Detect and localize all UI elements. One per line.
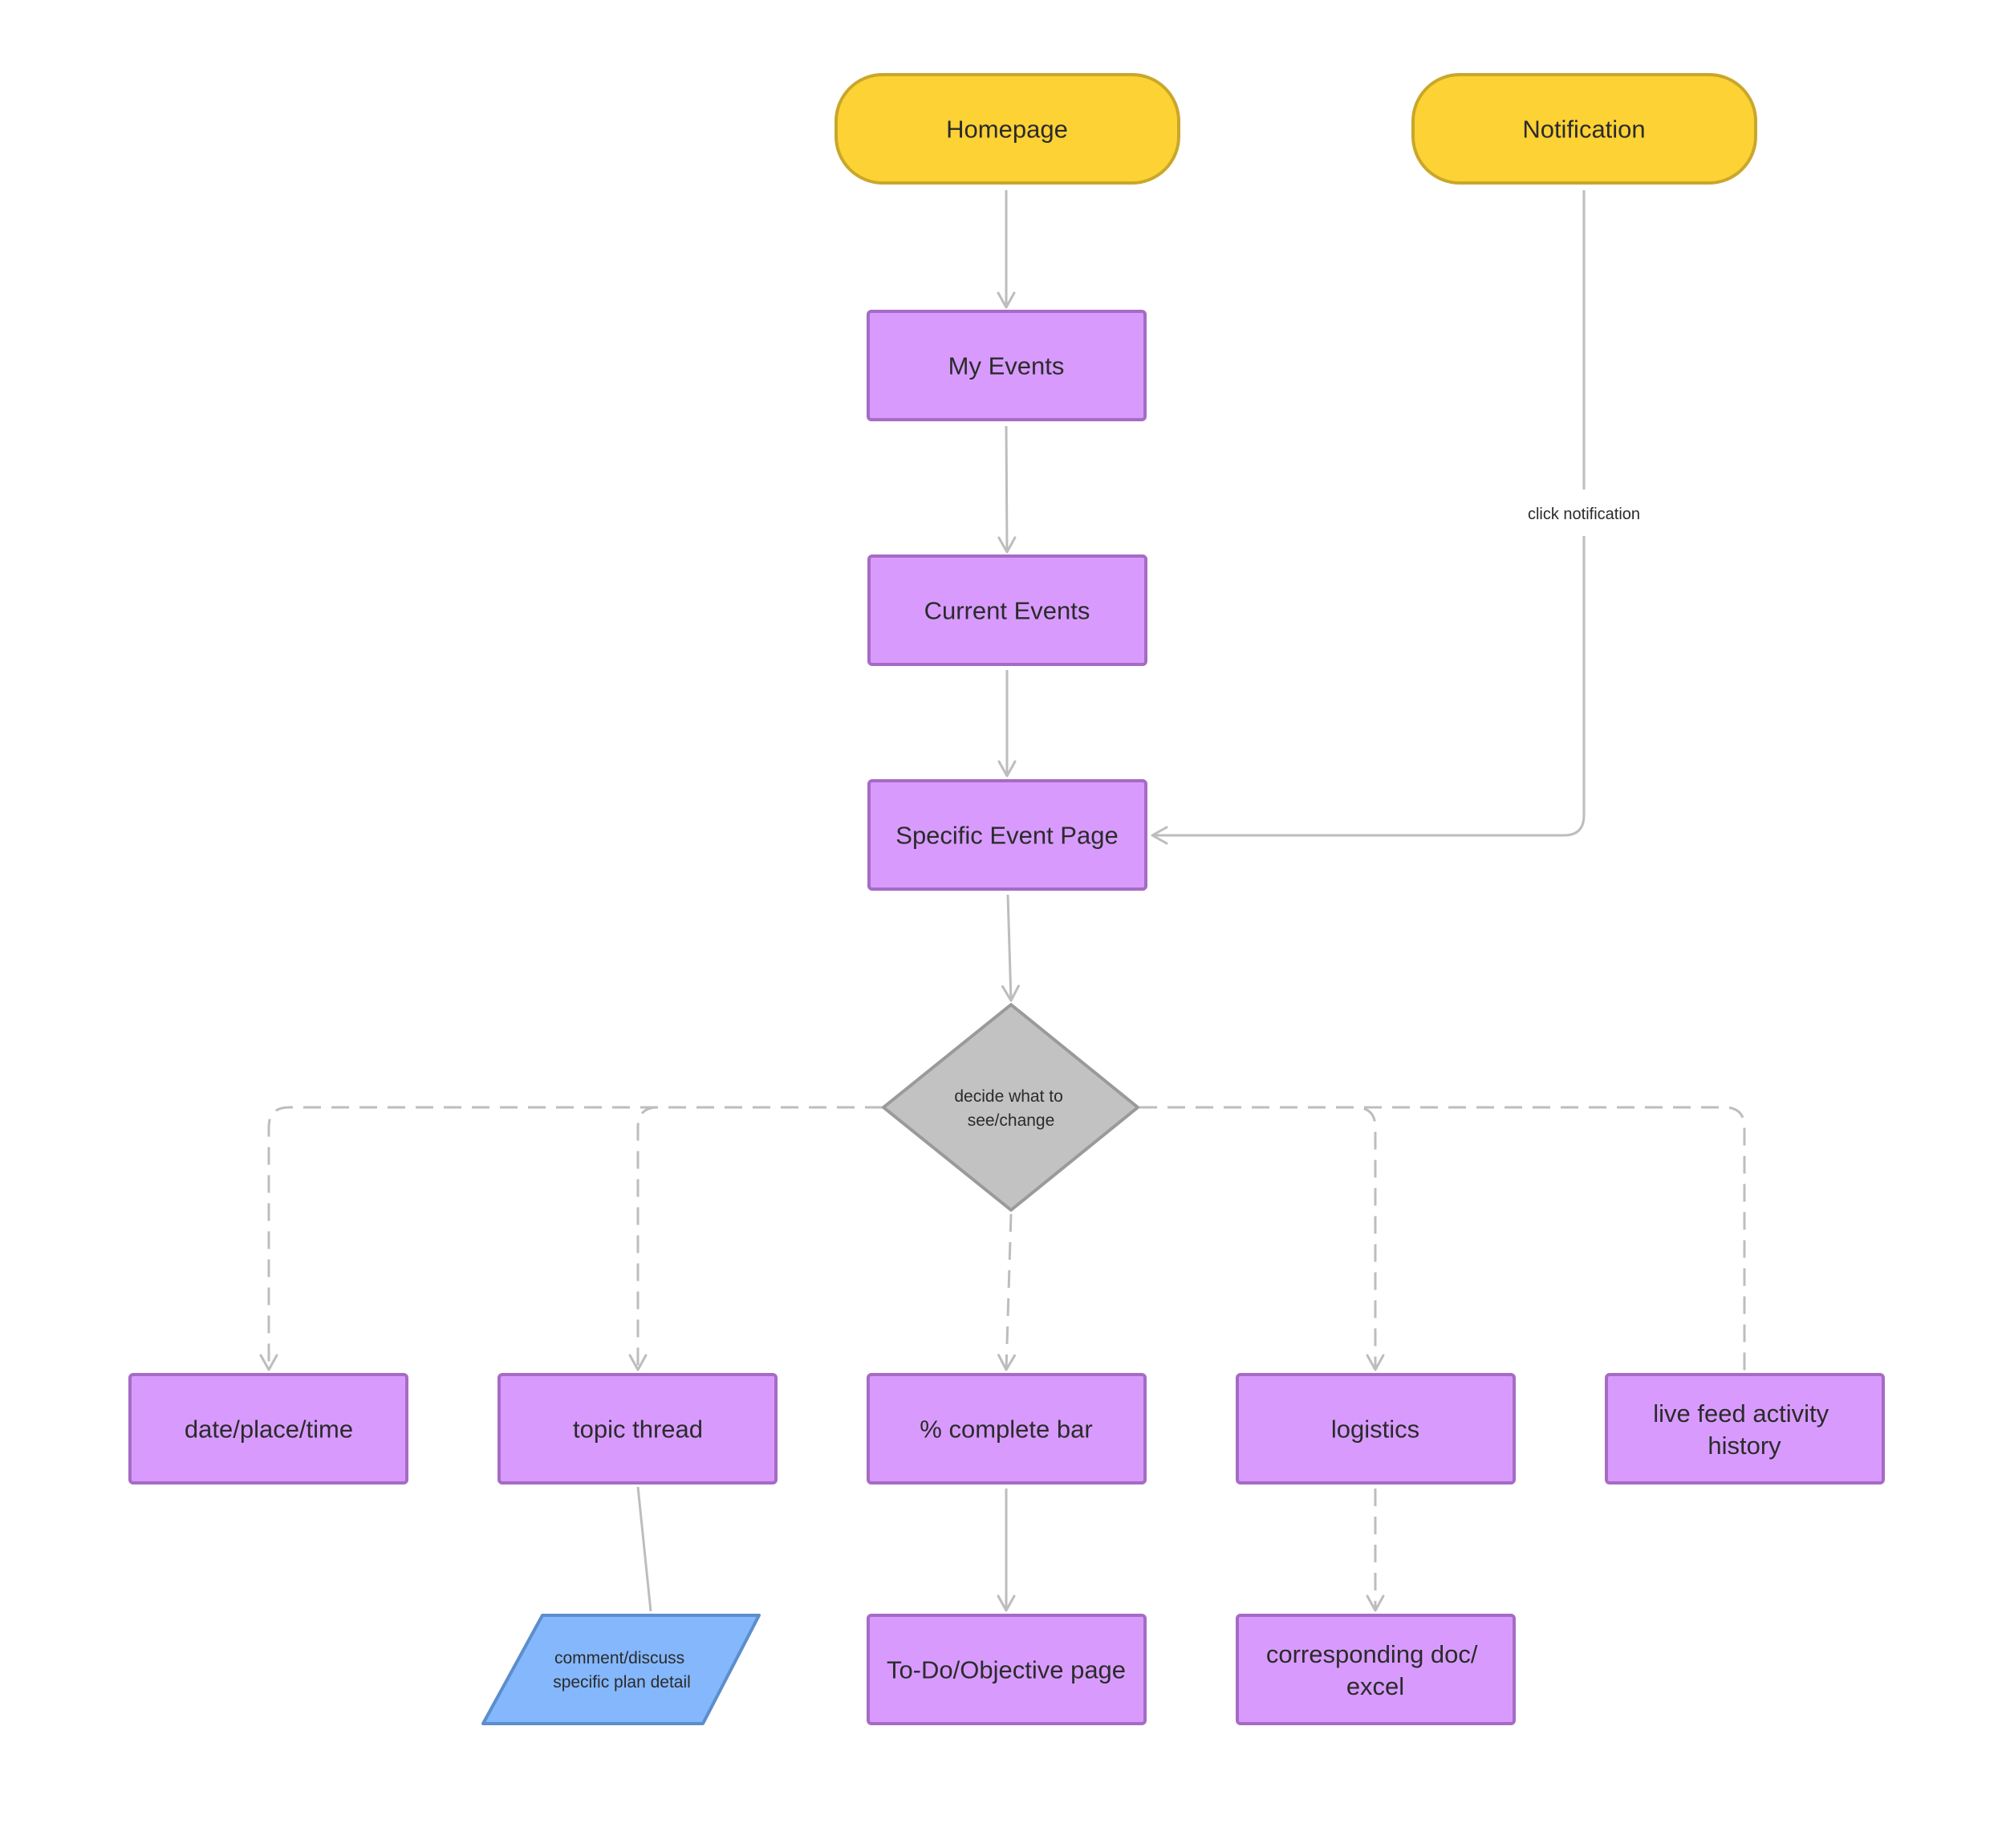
io-comment-discuss[interactable]: comment/discuss specific plan detail <box>481 1614 761 1725</box>
io-comment-discuss-label: comment/discuss specific plan detail <box>553 1649 691 1692</box>
process-current-events-label: Current Events <box>924 597 1090 625</box>
edge-my-events-to-current-events <box>997 425 1017 554</box>
process-live-feed-label-line-2: history <box>1708 1432 1781 1460</box>
process-live-feed-label-line-1: live feed activity <box>1653 1399 1829 1428</box>
process-complete-bar-label: % complete bar <box>920 1415 1092 1444</box>
process-date-place-time-label: date/place/time <box>185 1415 353 1444</box>
connectors <box>259 190 1746 1612</box>
edge-specific-event-page-to-decision <box>1001 894 1020 1002</box>
process-my-events-label: My Events <box>948 352 1065 380</box>
terminal-homepage[interactable]: Homepage <box>834 73 1180 185</box>
edge-decision-to-topic-thread <box>628 1106 659 1371</box>
process-my-events[interactable]: My Events <box>867 310 1147 421</box>
process-todo-objective-page-label: To-Do/Objective page <box>887 1656 1126 1684</box>
process-live-feed-activity-history[interactable]: live feed activity history <box>1605 1373 1885 1484</box>
decision-label: decide what to see/change <box>954 1087 1067 1130</box>
process-topic-thread[interactable]: topic thread <box>497 1373 778 1484</box>
decision-label-line-1: decide what to <box>954 1087 1062 1106</box>
edge-decision-to-logistics <box>1139 1106 1385 1371</box>
process-topic-thread-label: topic thread <box>573 1415 703 1444</box>
terminal-homepage-label: Homepage <box>946 116 1068 144</box>
terminal-notification-label: Notification <box>1522 116 1645 144</box>
process-corresponding-doc-label-line-1: corresponding doc/ <box>1266 1640 1478 1668</box>
process-corresponding-doc-label-line-2: excel <box>1346 1672 1404 1700</box>
process-specific-event-page-label: Specific Event Page <box>895 822 1118 850</box>
edge-decision-to-complete-bar <box>997 1213 1017 1371</box>
edge-notification-to-specific-event-page <box>1152 190 1586 835</box>
edge-decision-to-live-feed <box>1364 1106 1746 1374</box>
process-todo-objective-page[interactable]: To-Do/Objective page <box>867 1614 1147 1725</box>
process-logistics[interactable]: logistics <box>1236 1373 1516 1484</box>
edge-topic-thread-to-comment <box>636 1486 652 1612</box>
process-corresponding-doc-excel[interactable]: corresponding doc/ excel <box>1236 1614 1516 1725</box>
process-live-feed-label: live feed activity history <box>1653 1399 1835 1460</box>
process-logistics-label: logistics <box>1331 1415 1419 1444</box>
process-specific-event-page[interactable]: Specific Event Page <box>867 779 1147 891</box>
decision-what-to-see-change[interactable]: decide what to see/change <box>882 1003 1139 1212</box>
terminal-notification[interactable]: Notification <box>1411 73 1757 185</box>
edge-label-click-notification: click notification <box>1528 506 1640 523</box>
io-comment-discuss-label-line-1: comment/discuss <box>554 1649 684 1667</box>
edge-decision-to-date-place-time <box>259 1106 883 1371</box>
decision-label-line-2: see/change <box>968 1111 1055 1130</box>
process-current-events[interactable]: Current Events <box>867 554 1147 666</box>
process-complete-bar[interactable]: % complete bar <box>867 1373 1147 1484</box>
process-corresponding-doc-label: corresponding doc/ excel <box>1266 1640 1484 1700</box>
io-comment-discuss-label-line-2: specific plan detail <box>553 1673 691 1692</box>
process-date-place-time[interactable]: date/place/time <box>128 1373 408 1484</box>
